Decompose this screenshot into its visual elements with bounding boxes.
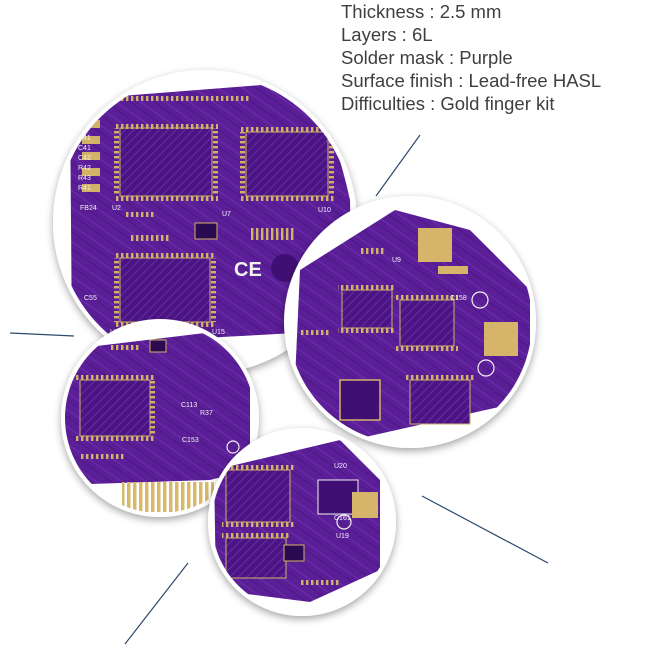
label-c41: C41 — [78, 145, 91, 152]
pointer-line-right — [421, 495, 549, 564]
label-u10: U10 — [318, 207, 331, 214]
label-c161: C161 — [334, 515, 351, 522]
label-c158: C158 — [450, 295, 467, 302]
label-r43: R43 — [78, 175, 91, 182]
label-u15: U15 — [212, 329, 225, 336]
label-r37: R37 — [200, 410, 213, 417]
spec-solder-mask: Solder mask : Purple — [341, 47, 513, 68]
label-r41: R41 — [78, 185, 91, 192]
pcb-closeup-left: C113 R37 C153 — [61, 319, 259, 517]
ce-mark: CE — [234, 259, 262, 281]
pointer-line-left — [9, 332, 75, 337]
label-u20: U20 — [334, 463, 347, 470]
spec-difficulties: Difficulties : Gold finger kit — [341, 93, 555, 114]
pcb-closeup-right: U9 C158 — [284, 196, 536, 448]
label-u7: U7 — [222, 211, 231, 218]
spec-thickness: Thickness : 2.5 mm — [341, 1, 502, 22]
pointer-line-top — [375, 134, 421, 197]
spec-list: Thickness : 2.5 mm Layers : 6L Solder ma… — [341, 0, 659, 115]
label-c153: C153 — [182, 437, 199, 444]
pcb-closeup-bottom: U20 C161 U19 — [208, 428, 396, 616]
label-c42: C42 — [78, 155, 91, 162]
label-c113: C113 — [181, 402, 197, 409]
spec-layers: Layers : 6L — [341, 24, 433, 45]
label-c141: C141 — [74, 135, 91, 142]
pointer-line-bottom — [124, 562, 189, 645]
label-fb24: FB24 — [80, 205, 97, 212]
label-r42: R42 — [78, 165, 91, 172]
label-c55: C55 — [84, 295, 97, 302]
label-u2: U2 — [112, 205, 121, 212]
spec-surface-finish: Surface finish : Lead-free HASL — [341, 70, 602, 91]
label-u19: U19 — [336, 533, 349, 540]
label-u9: U9 — [392, 257, 401, 264]
